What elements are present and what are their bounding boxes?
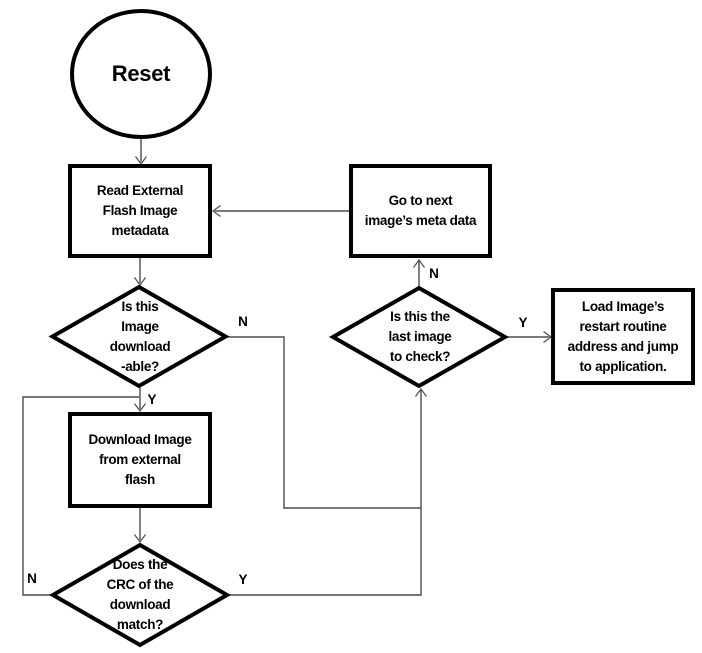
decision-diamond-is-last-image bbox=[328, 285, 510, 389]
arrowhead-into-download bbox=[134, 403, 146, 413]
arrowhead-into-nextimage bbox=[413, 258, 425, 268]
process-box-download-image bbox=[68, 412, 212, 508]
decision-diamond-is-downloadable bbox=[48, 284, 230, 389]
connector-crc-yes bbox=[228, 390, 422, 596]
decision-diamond-crc-match bbox=[48, 542, 232, 648]
connector-crc-no-loop bbox=[22, 396, 139, 596]
process-box-load-image bbox=[551, 288, 695, 385]
arrowhead-into-downloadable bbox=[134, 277, 146, 287]
process-box-next-image bbox=[349, 164, 492, 258]
start-circle-reset bbox=[70, 9, 212, 139]
arrowhead-into-read-right bbox=[211, 205, 221, 217]
process-box-read-metadata bbox=[68, 164, 212, 258]
arrowhead-into-lastimage bbox=[415, 387, 427, 397]
connector-downloadable-no bbox=[227, 336, 421, 509]
arrowhead-into-crc bbox=[134, 534, 146, 544]
